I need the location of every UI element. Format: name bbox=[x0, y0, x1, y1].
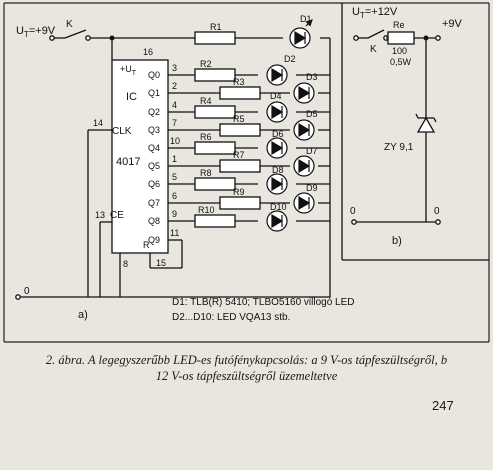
svg-text:Q1: Q1 bbox=[148, 88, 160, 98]
svg-text:K: K bbox=[66, 19, 73, 30]
svg-text:Q3: Q3 bbox=[148, 125, 160, 135]
svg-text:D5: D5 bbox=[306, 109, 318, 119]
svg-text:9: 9 bbox=[172, 209, 177, 219]
svg-text:D2: D2 bbox=[284, 54, 296, 64]
svg-text:6: 6 bbox=[172, 191, 177, 201]
svg-text:+9V: +9V bbox=[442, 18, 463, 30]
svg-text:R6: R6 bbox=[200, 132, 212, 142]
svg-text:10: 10 bbox=[170, 136, 180, 146]
svg-text:15: 15 bbox=[156, 258, 166, 268]
svg-text:D2...D10: LED VQA13 stb.: D2...D10: LED VQA13 stb. bbox=[172, 312, 290, 323]
svg-text:UT=+9V: UT=+9V bbox=[16, 25, 56, 39]
svg-text:K: K bbox=[370, 44, 377, 55]
svg-text:1: 1 bbox=[172, 154, 177, 164]
svg-text:Q6: Q6 bbox=[148, 179, 160, 189]
svg-text:D8: D8 bbox=[272, 165, 284, 175]
svg-text:R4: R4 bbox=[200, 96, 212, 106]
schematic-a bbox=[15, 29, 331, 300]
svg-text:5: 5 bbox=[172, 172, 177, 182]
svg-text:Q0: Q0 bbox=[148, 70, 160, 80]
led-d2 bbox=[266, 64, 288, 86]
svg-text:D6: D6 bbox=[272, 129, 284, 139]
svg-text:4: 4 bbox=[172, 100, 177, 110]
led-d7 bbox=[293, 155, 315, 177]
svg-text:D4: D4 bbox=[270, 91, 282, 101]
svg-text:0: 0 bbox=[350, 206, 356, 217]
svg-text:D1: D1 bbox=[300, 14, 312, 24]
led-d5 bbox=[293, 119, 315, 141]
svg-text:7: 7 bbox=[172, 118, 177, 128]
svg-text:2: 2 bbox=[172, 81, 177, 91]
led-d6 bbox=[266, 137, 288, 159]
svg-text:100: 100 bbox=[392, 46, 407, 56]
svg-text:CE: CE bbox=[110, 210, 124, 221]
led-d8 bbox=[266, 173, 288, 195]
figure-caption: 2. ábra. A legegyszerűbb LED-es futófény… bbox=[0, 352, 493, 384]
led-symbols bbox=[266, 19, 315, 232]
svg-text:11: 11 bbox=[170, 228, 179, 238]
svg-text:IC: IC bbox=[126, 91, 137, 103]
svg-text:R8: R8 bbox=[200, 168, 212, 178]
page-number: 247 bbox=[432, 398, 454, 413]
svg-text:16: 16 bbox=[143, 47, 153, 57]
svg-text:D7: D7 bbox=[306, 146, 318, 156]
svg-text:UT=+12V: UT=+12V bbox=[352, 6, 398, 20]
led-d10 bbox=[266, 210, 288, 232]
led-d3 bbox=[293, 82, 315, 104]
svg-text:D10: D10 bbox=[270, 202, 287, 212]
svg-text:R9: R9 bbox=[233, 187, 245, 197]
svg-text:D3: D3 bbox=[306, 72, 318, 82]
svg-text:R2: R2 bbox=[200, 59, 212, 69]
schematic-figure: UT=+9V K 16 +UT IC 4017 CLK CE R Q0 Q1 Q… bbox=[3, 2, 490, 343]
svg-text:4017: 4017 bbox=[116, 156, 140, 168]
svg-text:Q2: Q2 bbox=[148, 107, 160, 117]
figure-frame bbox=[3, 2, 490, 343]
led-d1 bbox=[289, 19, 313, 49]
caption-line-1: 2. ábra. A legegyszerűbb LED-es futófény… bbox=[45, 353, 448, 367]
svg-text:Re: Re bbox=[393, 20, 405, 30]
svg-text:b): b) bbox=[392, 235, 402, 247]
schematic-a-labels: UT=+9V K 16 +UT IC 4017 CLK CE R Q0 Q1 Q… bbox=[16, 14, 355, 323]
svg-text:D1: TLB(R) 5410; TLBO5160 vil: D1: TLB(R) 5410; TLBO5160 villogó LED bbox=[172, 297, 355, 308]
svg-text:3: 3 bbox=[172, 63, 177, 73]
svg-text:D9: D9 bbox=[306, 183, 318, 193]
svg-text:13: 13 bbox=[95, 210, 105, 220]
svg-text:0: 0 bbox=[24, 286, 30, 297]
svg-text:ZY 9,1: ZY 9,1 bbox=[384, 142, 414, 153]
svg-text:Q7: Q7 bbox=[148, 198, 160, 208]
led-d9 bbox=[293, 192, 315, 214]
svg-text:0,5W: 0,5W bbox=[390, 57, 412, 67]
svg-text:R3: R3 bbox=[233, 77, 245, 87]
caption-line-2: 12 V-os tápfeszültségről üzemeltetve bbox=[155, 369, 338, 383]
svg-text:+UT: +UT bbox=[120, 64, 137, 77]
svg-text:Q8: Q8 bbox=[148, 216, 160, 226]
svg-text:R5: R5 bbox=[233, 114, 245, 124]
svg-text:8: 8 bbox=[123, 259, 128, 269]
svg-text:Q9: Q9 bbox=[148, 235, 160, 245]
svg-text:CLK: CLK bbox=[112, 126, 132, 137]
svg-text:R: R bbox=[143, 240, 150, 250]
svg-text:R10: R10 bbox=[198, 205, 215, 215]
led-d4 bbox=[266, 101, 288, 123]
svg-text:R7: R7 bbox=[233, 150, 245, 160]
schematic-b bbox=[341, 3, 489, 261]
svg-text:R1: R1 bbox=[210, 22, 222, 32]
svg-text:14: 14 bbox=[93, 118, 103, 128]
schematic-b-labels: UT=+12V K Re 100 0,5W +9V ZY 9,1 0 0 b) bbox=[350, 6, 463, 247]
svg-text:0: 0 bbox=[434, 206, 440, 217]
svg-text:Q5: Q5 bbox=[148, 161, 160, 171]
svg-text:a): a) bbox=[78, 309, 88, 321]
svg-text:Q4: Q4 bbox=[148, 143, 160, 153]
